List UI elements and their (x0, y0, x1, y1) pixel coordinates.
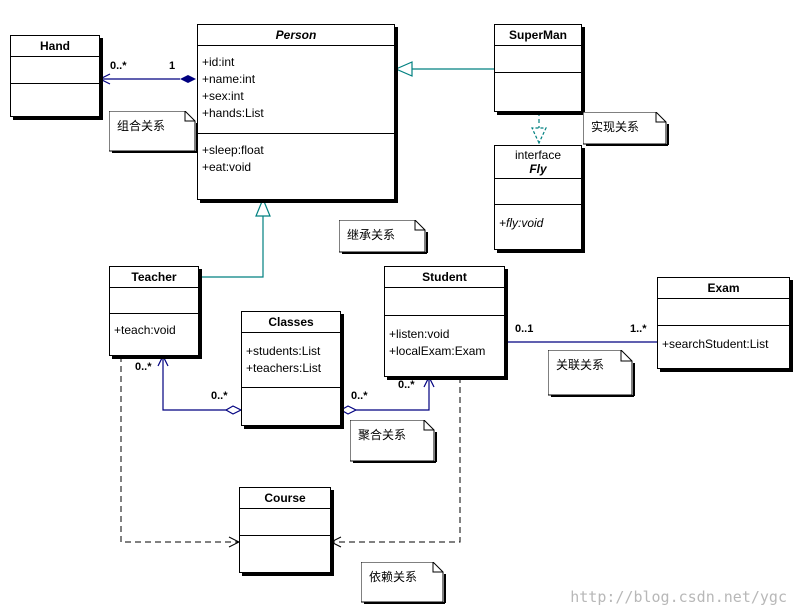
note-dependency: 依赖关系 (361, 562, 451, 608)
operations-section: +searchStudent:List (658, 326, 789, 355)
note-aggregation: 聚合关系 (350, 420, 440, 466)
class-hand: Hand (10, 35, 100, 117)
attribute: +sex:int (202, 89, 244, 103)
operation: +sleep:float (202, 143, 264, 157)
operation: +localExam:Exam (389, 344, 486, 358)
operations-section (495, 73, 581, 112)
note-shape (583, 112, 669, 146)
operation: +searchStudent:List (662, 337, 769, 351)
note-shape (548, 350, 635, 397)
operations-section (11, 84, 99, 117)
class-name: Fly (529, 162, 547, 176)
multiplicity-student-exam: 0..1 (515, 323, 534, 335)
class-name: Teacher (110, 267, 198, 288)
student-course-dependency-line (331, 377, 461, 543)
multiplicity-teacher: 0..* (135, 361, 152, 373)
operations-section: +sleep:float +eat:void (198, 134, 394, 178)
note-shape (109, 111, 198, 153)
note-text: 依赖关系 (369, 570, 418, 584)
composition-diamond (180, 75, 196, 83)
attributes-section: +students:List +teachers:List (242, 333, 340, 388)
note-text: 组合关系 (117, 119, 166, 133)
operations-section: +teach:void (110, 314, 198, 341)
class-course: Course (239, 487, 331, 573)
multiplicity-exam-student: 1..* (630, 323, 647, 335)
class-name: SuperMan (495, 25, 581, 46)
classes-teacher-aggregation-line (162, 356, 226, 411)
attributes-section (240, 509, 330, 536)
attribute: +hands:List (202, 106, 264, 120)
classes-student-aggregation-arrow (423, 375, 435, 388)
class-classes: Classes +students:List +teachers:List (241, 311, 341, 426)
multiplicity-classes-teacher: 0..* (211, 390, 228, 402)
note-composition: 组合关系 (109, 111, 199, 155)
note-text: 实现关系 (591, 120, 640, 134)
teacher-generalization-line (199, 216, 264, 278)
class-name: Course (240, 488, 330, 509)
teacher-course-dependency-line (120, 356, 239, 543)
operation: +teach:void (114, 323, 176, 337)
note-text: 继承关系 (347, 228, 396, 242)
operations-section: +listen:void +localExam:Exam (385, 316, 504, 362)
realization-arrow (531, 127, 547, 145)
class-teacher: Teacher +teach:void (109, 266, 199, 356)
multiplicity-student-classes: 0..* (398, 379, 415, 391)
operations-section: +fly:void (495, 205, 581, 234)
attribute: +students:List (246, 344, 321, 358)
note-shape (339, 220, 428, 254)
note-shape (350, 420, 437, 463)
superman-generalization-arrow (394, 61, 413, 77)
attributes-section (11, 57, 99, 84)
class-exam: Exam +searchStudent:List (657, 277, 790, 369)
operation: +eat:void (202, 160, 252, 174)
attributes-section (658, 299, 789, 326)
class-name: Student (385, 267, 504, 288)
composition-arrow (98, 73, 111, 85)
class-name: Classes (242, 312, 340, 333)
class-person: Person +id:int +name:int +sex:int +hands… (197, 24, 395, 200)
note-inheritance: 继承关系 (339, 220, 429, 256)
note-text: 聚合关系 (358, 428, 407, 442)
note-association: 关联关系 (548, 350, 638, 400)
attributes-section (495, 179, 581, 205)
operations-section (240, 536, 330, 572)
operation: +fly:void (499, 216, 544, 230)
multiplicity-hand: 0..* (110, 60, 127, 72)
class-name: Exam (658, 278, 789, 299)
attributes-section (110, 288, 198, 314)
attribute: +id:int (202, 55, 235, 69)
classes-student-aggregation-line (356, 377, 430, 411)
class-name: Person (198, 25, 394, 46)
attributes-section (495, 46, 581, 73)
watermark: http://blog.csdn.net/ygc (570, 588, 787, 606)
interface-header: interface Fly (495, 146, 581, 179)
classes-teacher-aggregation-diamond (224, 405, 243, 415)
attribute: +teachers:List (246, 361, 322, 375)
class-student: Student +listen:void +localExam:Exam (384, 266, 505, 377)
stereotype-label: interface (514, 148, 562, 162)
operation: +listen:void (389, 327, 450, 341)
interface-fly: interface Fly +fly:void (494, 145, 582, 250)
attributes-section: +id:int +name:int +sex:int +hands:List (198, 46, 394, 134)
class-superman: SuperMan (494, 24, 582, 112)
teacher-generalization-arrow (255, 197, 271, 217)
attribute: +name:int (202, 72, 256, 86)
classes-teacher-aggregation-arrow (157, 354, 169, 367)
operations-section (242, 388, 340, 392)
attributes-section (385, 288, 504, 316)
note-shape (361, 562, 446, 604)
student-course-dependency-arrow (329, 536, 342, 548)
note-realization: 实现关系 (583, 112, 673, 148)
class-name: Hand (11, 36, 99, 57)
classes-student-aggregation-diamond (339, 405, 358, 415)
multiplicity-person: 1 (169, 60, 176, 72)
note-text: 关联关系 (556, 358, 605, 372)
multiplicity-classes-student: 0..* (351, 390, 368, 402)
